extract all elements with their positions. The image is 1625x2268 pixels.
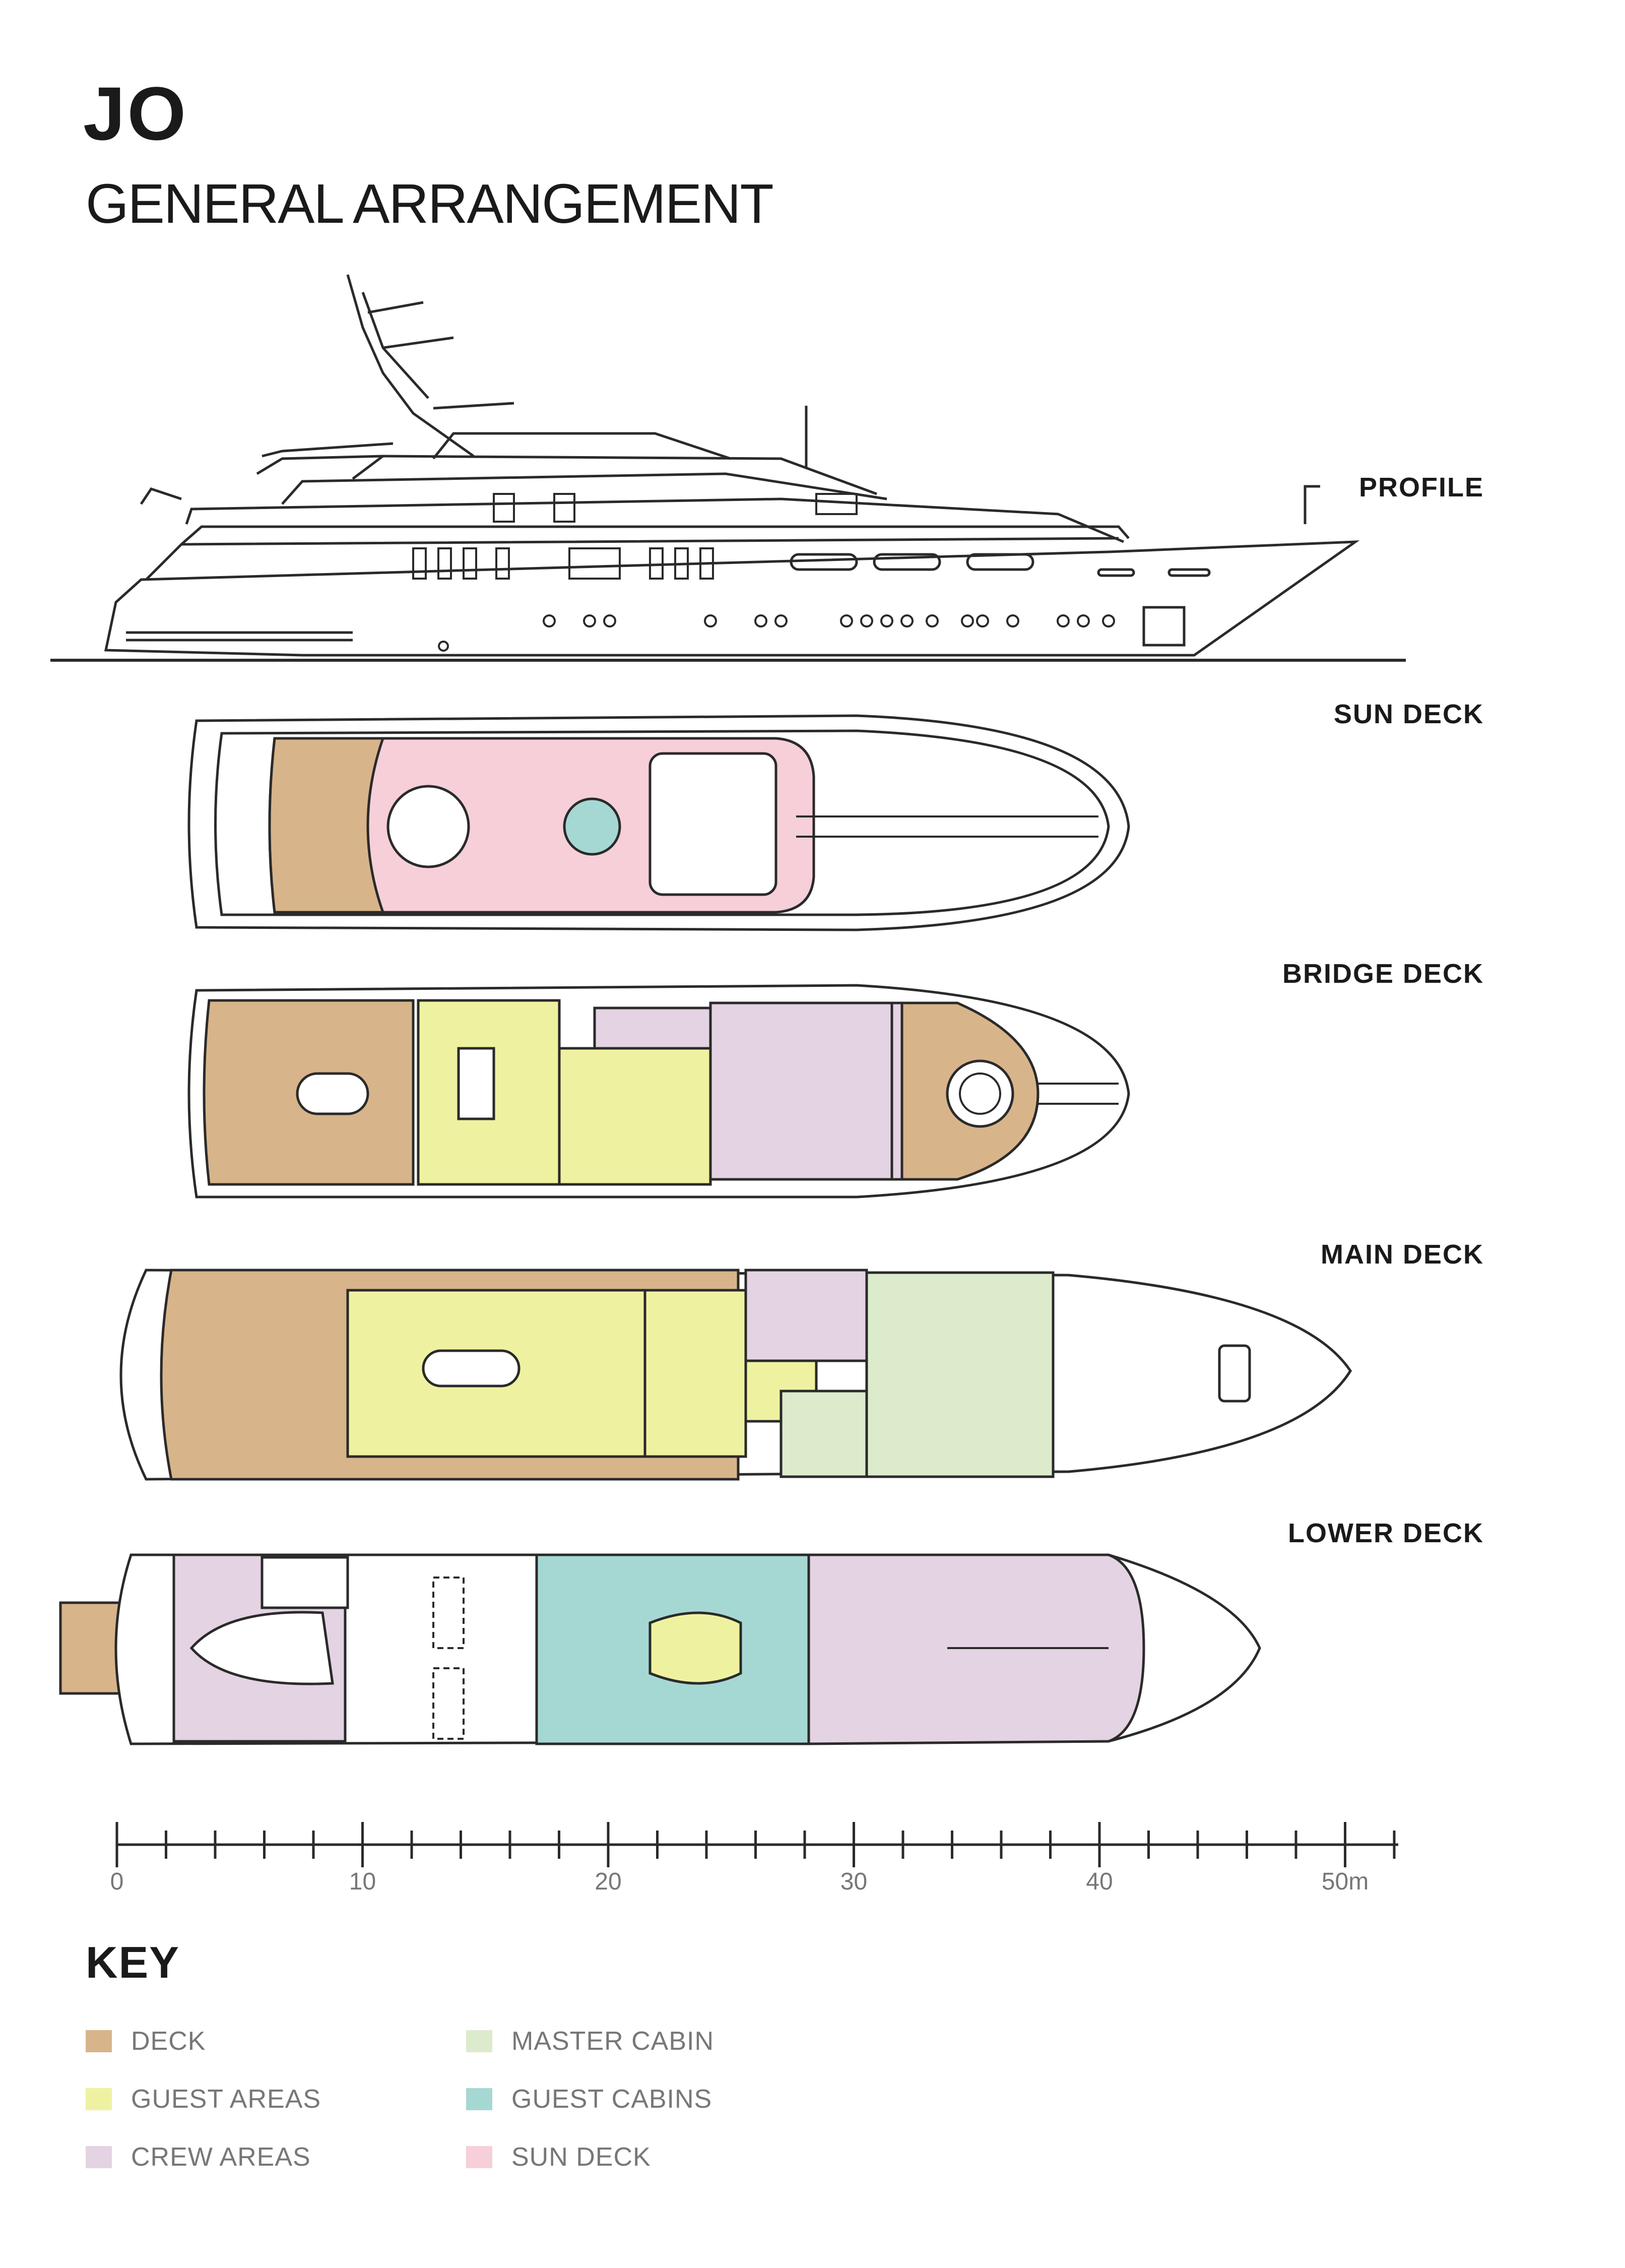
profile-label: PROFILE [1358,472,1484,502]
sun-deck-plan [187,714,1130,931]
lower-deck-plan [59,1553,1261,1745]
sun-deck-label: SUN DECK [1333,699,1484,729]
key-item-guest-cabins: GUEST CABINS [466,2084,712,2114]
main-deck-plan [119,1269,1352,1481]
dining-table [296,1072,369,1115]
crew-areas-swatch [86,2146,112,2168]
sun-deck-swatch [466,2146,492,2168]
crew-quarters [807,1553,1145,1745]
key-label-crew-areas: CREW AREAS [131,2143,311,2172]
main-deck-label: MAIN DECK [1321,1239,1484,1270]
profile-view [50,274,1406,662]
lower-deck-label: LOWER DECK [1288,1518,1484,1548]
crew-area-main [744,1269,868,1362]
key-item-crew-areas: CREW AREAS [86,2142,311,2172]
guest-cabins-swatch [466,2088,492,2110]
bridge-deck-plan [187,984,1130,1199]
key-label-deck: DECK [131,2027,206,2056]
bridge-deck-label: BRIDGE DECK [1282,959,1484,989]
key-label-guest-cabins: GUEST CABINS [511,2085,712,2114]
master-cabin [865,1271,1055,1478]
key-item-deck: DECK [86,2026,206,2056]
key-title: KEY [86,1937,180,1987]
scale-tick-label: 20 [595,1868,622,1895]
jacuzzi [563,797,621,856]
scale-tick-label: 0 [110,1868,124,1895]
scale-tick-label: 30 [840,1868,868,1895]
page-title: JO [83,71,188,156]
key-label-guest-areas: GUEST AREAS [131,2085,321,2114]
key-item-guest-areas: GUEST AREAS [86,2084,321,2114]
key-item-sun-deck: SUN DECK [466,2142,651,2172]
key-item-master-cabin: MASTER CABIN [466,2026,714,2056]
scale-tick-label: 50m [1321,1868,1369,1895]
scale-tick-label: 10 [349,1868,376,1895]
page-subtitle: GENERAL ARRANGEMENT [86,173,774,235]
sun-deck-aft-deck [268,737,385,914]
crew-area-bridge [709,1001,893,1181]
scale-bar [115,1822,1398,1867]
sunbed-area [648,752,777,896]
guest-areas-swatch [86,2088,112,2110]
scale-tick-label: 40 [1086,1868,1113,1895]
master-cabin-swatch [466,2030,492,2052]
scale-ticks [115,1822,1396,1867]
key-label-master-cabin: MASTER CABIN [511,2027,714,2056]
deck-swatch [86,2030,112,2052]
key-label-sun-deck: SUN DECK [511,2143,651,2172]
